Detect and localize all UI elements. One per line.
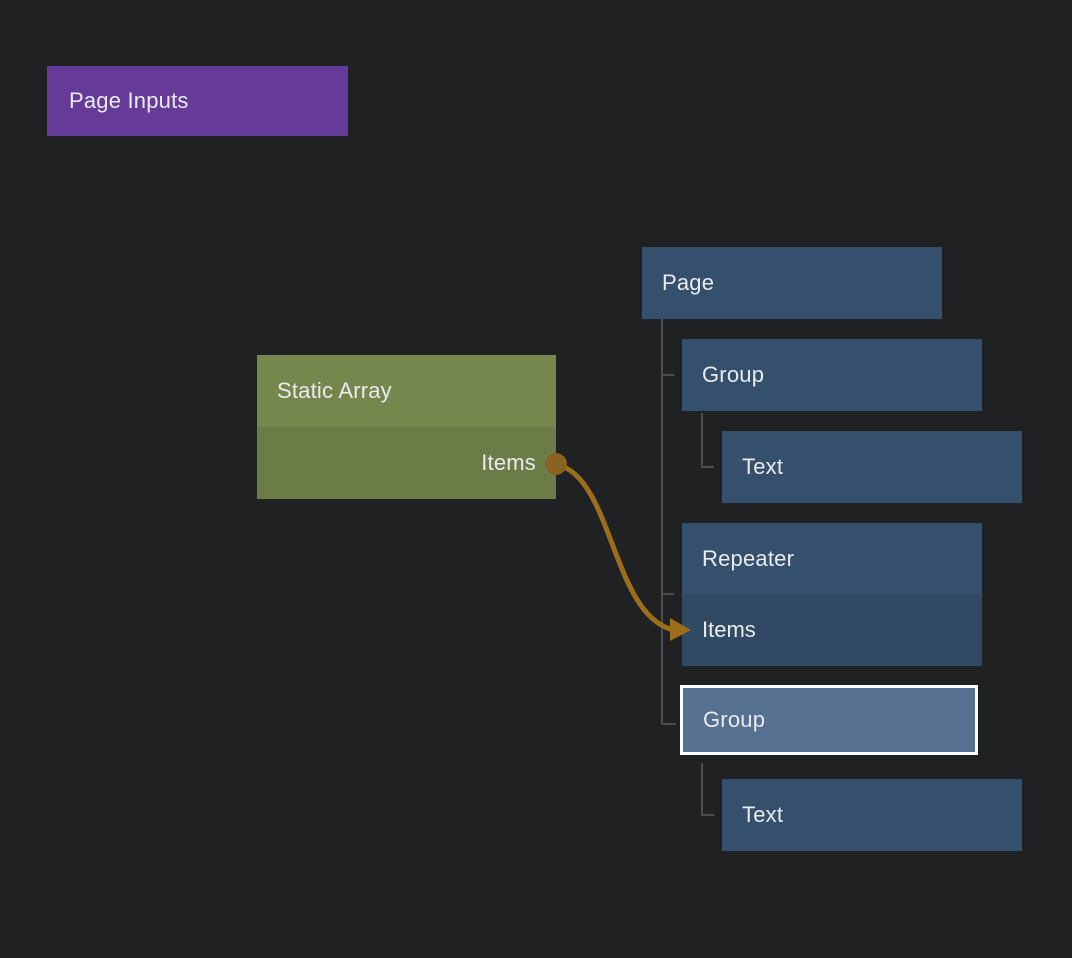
page-inputs-header: Page Inputs: [47, 66, 348, 136]
tree-node-page-header: Page: [642, 247, 942, 319]
tree-node-text-1-header: Text: [722, 431, 1022, 503]
tree-node-group-2-header: Group: [683, 688, 975, 752]
static-array-node[interactable]: Static Array Items: [257, 355, 556, 499]
tree-node-group-1[interactable]: Group: [682, 339, 982, 411]
static-array-items-row[interactable]: Items: [257, 427, 556, 499]
page-inputs-title: Page Inputs: [69, 88, 189, 113]
page-inputs-node[interactable]: Page Inputs: [47, 66, 348, 136]
tree-node-repeater[interactable]: Repeater Items: [682, 523, 982, 666]
connection-wire[interactable]: [555, 462, 673, 632]
tree-node-group-2-selected[interactable]: Group: [680, 685, 978, 755]
tree-node-group-2-label: Group: [703, 707, 766, 732]
tree-node-group-1-header: Group: [682, 339, 982, 411]
repeater-items-label: Items: [702, 617, 756, 642]
static-array-items-label: Items: [481, 450, 536, 475]
tree-node-page-label: Page: [662, 270, 715, 295]
tree-node-text-2-label: Text: [742, 802, 784, 827]
tree-node-repeater-header: Repeater: [682, 523, 982, 594]
tree-node-page[interactable]: Page: [642, 247, 942, 319]
tree-node-text-2[interactable]: Text: [722, 779, 1022, 851]
tree-node-repeater-label: Repeater: [702, 545, 795, 571]
tree-node-text-2-header: Text: [722, 779, 1022, 851]
static-array-header[interactable]: Static Array: [257, 355, 556, 427]
tree-node-text-1[interactable]: Text: [722, 431, 1022, 503]
tree-node-text-1-label: Text: [742, 454, 784, 479]
tree-node-group-1-label: Group: [702, 362, 765, 387]
static-array-title: Static Array: [277, 378, 392, 403]
repeater-items-port-row[interactable]: Items: [682, 594, 982, 666]
